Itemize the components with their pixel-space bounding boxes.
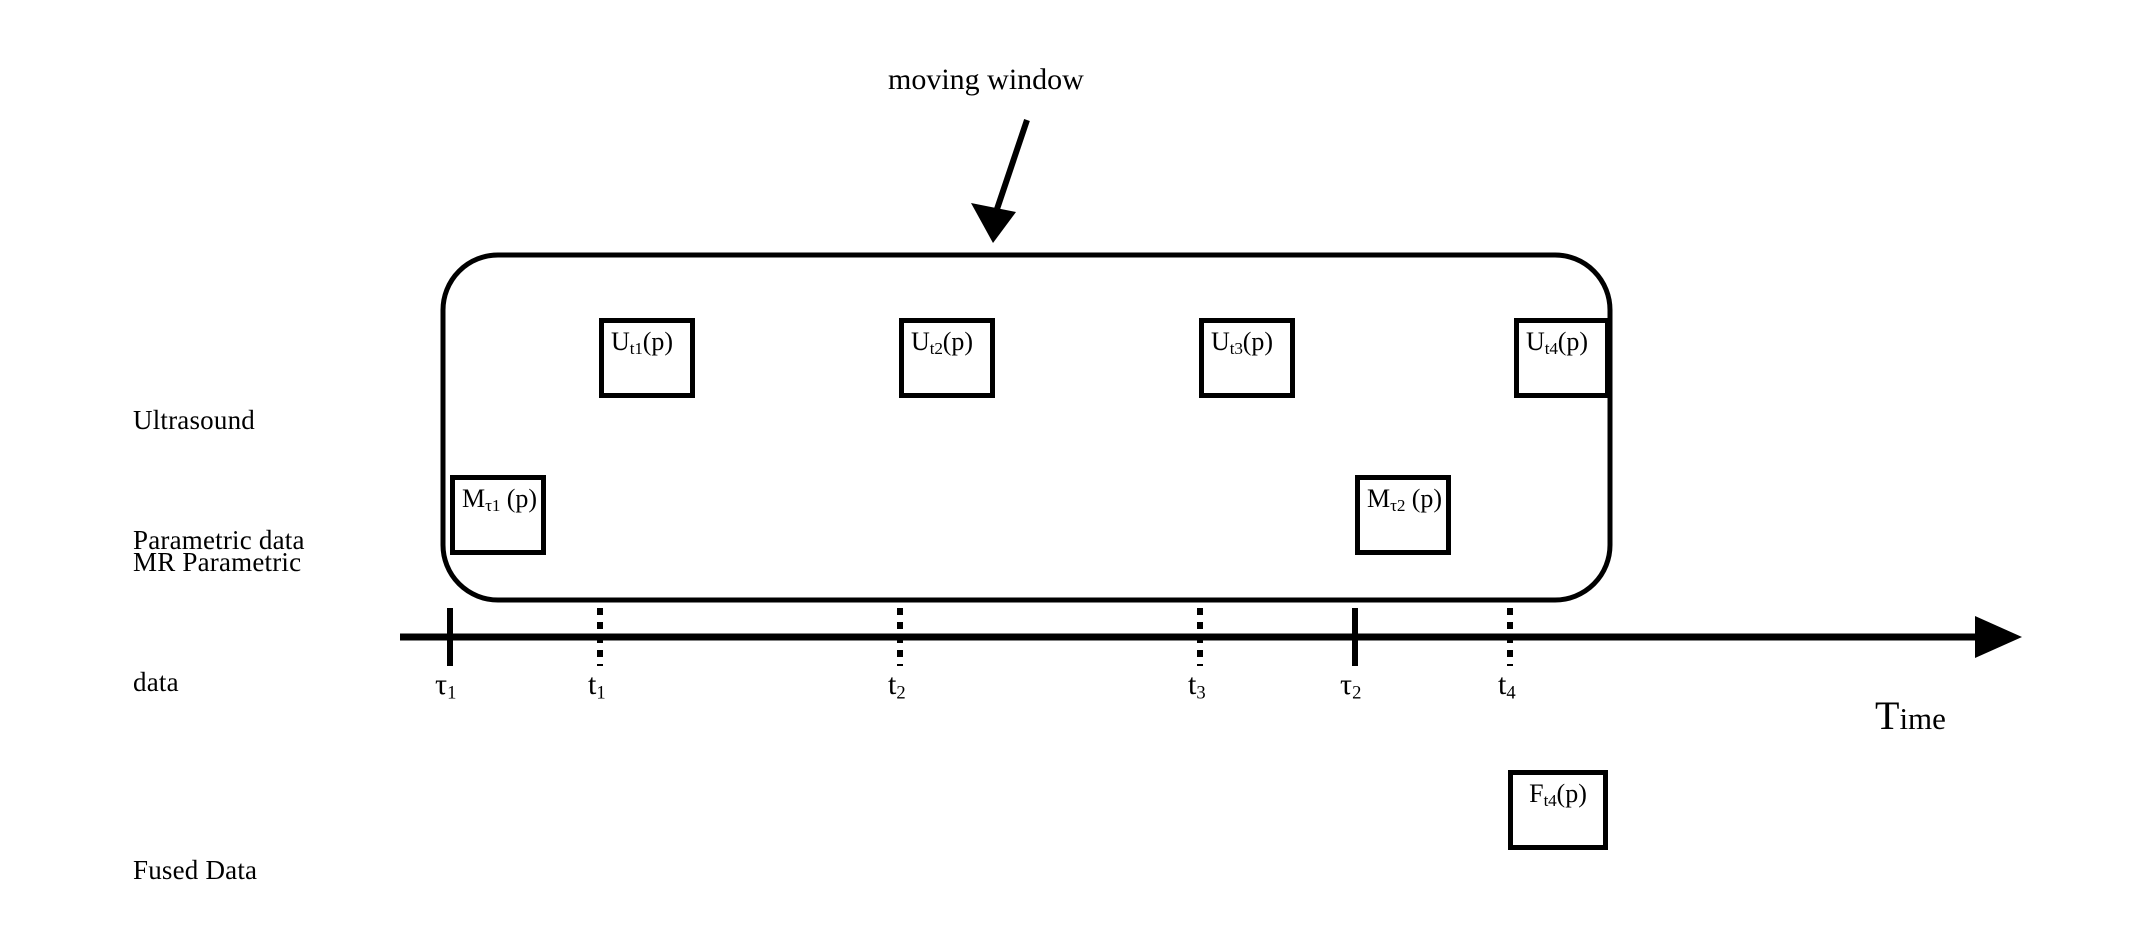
mr-box-tau1-symbol: M <box>462 484 486 513</box>
row-label-fused: Fused Data <box>133 770 257 934</box>
mr-box-tau2: Mτ2 (p) <box>1355 475 1451 555</box>
ultrasound-box-t3: Ut3(p) <box>1199 318 1295 398</box>
tick-label-t2: t2 <box>888 668 906 704</box>
tick-label-t4: t4 <box>1498 668 1516 704</box>
row-label-ultrasound-line1: Ultrasound <box>133 405 255 435</box>
time-axis <box>400 616 2022 658</box>
ultrasound-box-t1-text: Ut1(p) <box>604 327 690 364</box>
tick-label-tau2-symbol: τ <box>1340 668 1353 701</box>
tick-label-t1-sub: 1 <box>596 682 606 704</box>
time-axis-caption: Time <box>1875 692 1946 739</box>
row-label-mr-line2: data <box>133 667 179 697</box>
ultrasound-box-t1-suffix: (p) <box>642 327 674 356</box>
row-label-mr-line1: MR Parametric <box>133 547 302 577</box>
tick-label-tau1: τ1 <box>435 668 456 704</box>
tick-label-t3-sub: 3 <box>1196 682 1206 704</box>
tick-label-t1-symbol: t <box>588 668 597 701</box>
ultrasound-box-t4-suffix: (p) <box>1557 327 1589 356</box>
tick-label-tau2: τ2 <box>1340 668 1361 704</box>
tick-label-t4-sub: 4 <box>1506 682 1516 704</box>
ultrasound-box-t3-symbol: U <box>1211 327 1230 356</box>
ultrasound-box-t4: Ut4(p) <box>1514 318 1610 398</box>
moving-window-arrow <box>971 119 1030 243</box>
ultrasound-box-t2-suffix: (p) <box>942 327 974 356</box>
tick-label-tau1-symbol: τ <box>435 668 448 701</box>
mr-box-tau2-text: Mτ2 (p) <box>1360 484 1446 521</box>
tick-label-t3-symbol: t <box>1188 668 1197 701</box>
ultrasound-box-t3-text: Ut3(p) <box>1204 327 1290 364</box>
moving-window-label: moving window <box>888 63 1084 96</box>
fused-box-t4: Ft4(p) <box>1508 770 1608 850</box>
ultrasound-box-t4-text: Ut4(p) <box>1519 327 1605 364</box>
mr-box-tau1: Mτ1 (p) <box>450 475 546 555</box>
time-axis-caption-rest: ime <box>1899 701 1946 736</box>
row-label-ultrasound: Ultrasound Parametric data <box>133 320 305 640</box>
mr-box-tau1-suffix: (p) <box>500 484 538 513</box>
row-label-fused-line1: Fused Data <box>133 855 258 885</box>
ultrasound-box-t4-symbol: U <box>1526 327 1545 356</box>
ultrasound-box-t1-sub: t1 <box>629 338 643 358</box>
mr-box-tau2-sub: τ2 <box>1390 495 1406 515</box>
ultrasound-box-t4-sub: t4 <box>1544 338 1558 358</box>
axis-ticks <box>447 608 1513 666</box>
row-label-mr: MR Parametric data <box>133 462 301 782</box>
tick-label-t2-sub: 2 <box>896 682 906 704</box>
tick-label-t4-symbol: t <box>1498 668 1507 701</box>
ultrasound-box-t1-symbol: U <box>611 327 630 356</box>
mr-box-tau1-sub: τ1 <box>485 495 501 515</box>
mr-box-tau2-suffix: (p) <box>1405 484 1443 513</box>
fused-box-t4-sub: t4 <box>1543 790 1557 810</box>
ultrasound-box-t2-symbol: U <box>911 327 930 356</box>
fused-box-t4-suffix: (p) <box>1556 779 1587 808</box>
ultrasound-box-t2-text: Ut2(p) <box>904 327 990 364</box>
mr-box-tau2-symbol: M <box>1367 484 1391 513</box>
ultrasound-box-t3-suffix: (p) <box>1242 327 1274 356</box>
ultrasound-box-t2: Ut2(p) <box>899 318 995 398</box>
fused-box-t4-symbol: F <box>1529 779 1544 808</box>
tick-label-tau1-sub: 1 <box>447 682 457 704</box>
tick-label-tau2-sub: 2 <box>1352 682 1362 704</box>
ultrasound-box-t3-sub: t3 <box>1229 338 1243 358</box>
ultrasound-box-t1: Ut1(p) <box>599 318 695 398</box>
row-label-ultrasound-line2: Parametric data <box>133 525 305 555</box>
mr-box-tau1-text: Mτ1 (p) <box>455 484 541 521</box>
ultrasound-box-t2-sub: t2 <box>929 338 943 358</box>
tick-label-t3: t3 <box>1188 668 1206 704</box>
time-axis-caption-initial: T <box>1875 693 1900 738</box>
tick-label-t2-symbol: t <box>888 668 897 701</box>
fused-box-t4-text: Ft4(p) <box>1513 779 1603 816</box>
tick-label-t1: t1 <box>588 668 606 704</box>
